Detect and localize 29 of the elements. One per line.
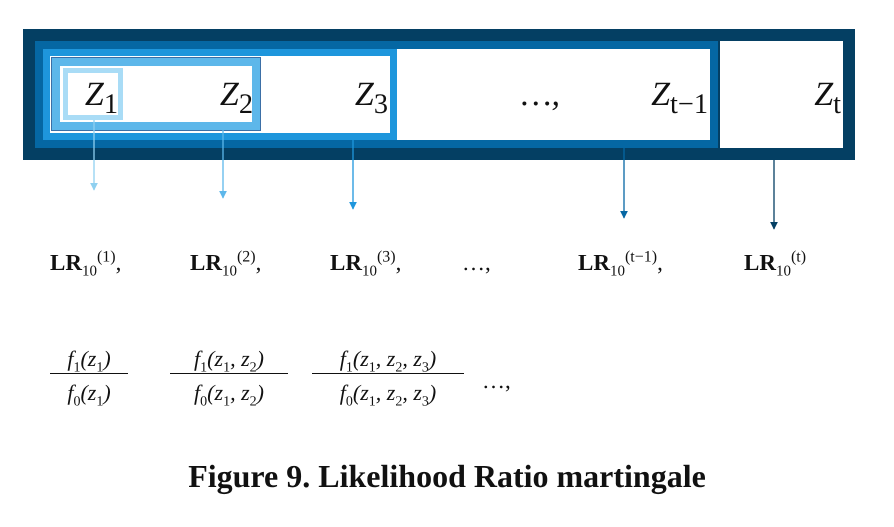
math-variable: Z$_{3}$ <box>354 75 388 118</box>
math-expression: LR$_{10}$$^{(3)}$, <box>330 250 402 276</box>
nested-box <box>35 41 718 148</box>
fraction-denominator: f$_{0}$(z$_{1}$, z$_{2}$) <box>193 380 265 406</box>
nested-box <box>52 58 260 130</box>
arrow <box>770 160 778 230</box>
math-variable: Z$_{t−1}$ <box>650 75 708 118</box>
math-variable: Z$_{t}$ <box>720 41 843 148</box>
fraction-numerator: f$_{1}$(z$_{1}$, z$_{2}$) <box>170 346 288 374</box>
math-variable: Z$_{2}$ <box>218 75 253 118</box>
fraction-denominator: f$_{0}$(z$_{1}$) <box>66 380 112 406</box>
math-expression: LR$_{10}$$^{(2)}$, <box>190 250 262 276</box>
math-variable: Z$_{1}$ <box>84 75 118 118</box>
fraction-denominator: f$_{0}$(z$_{1}$, z$_{2}$, z$_{3}$) <box>338 380 438 406</box>
math-variable: …, <box>520 75 560 115</box>
fraction-numerator: f$_{1}$(z$_{1}$) <box>50 346 128 374</box>
math-expression: …, <box>482 368 511 394</box>
nested-box <box>23 29 855 160</box>
arrow <box>90 120 98 191</box>
arrow <box>349 140 357 210</box>
nested-box <box>43 49 397 140</box>
fraction-numerator: f$_{1}$(z$_{1}$, z$_{2}$, z$_{3}$) <box>312 346 464 374</box>
figure-title: Figure 9. Likelihood Ratio martingale <box>187 458 707 495</box>
nested-box <box>63 68 123 120</box>
math-expression: …, <box>462 250 491 276</box>
math-expression: LR$_{10}$$^{(1)}$, <box>50 250 122 276</box>
arrow <box>219 130 227 199</box>
math-expression: LR$_{10}$$^{(t−1)}$, <box>578 250 663 276</box>
arrow <box>620 148 628 219</box>
